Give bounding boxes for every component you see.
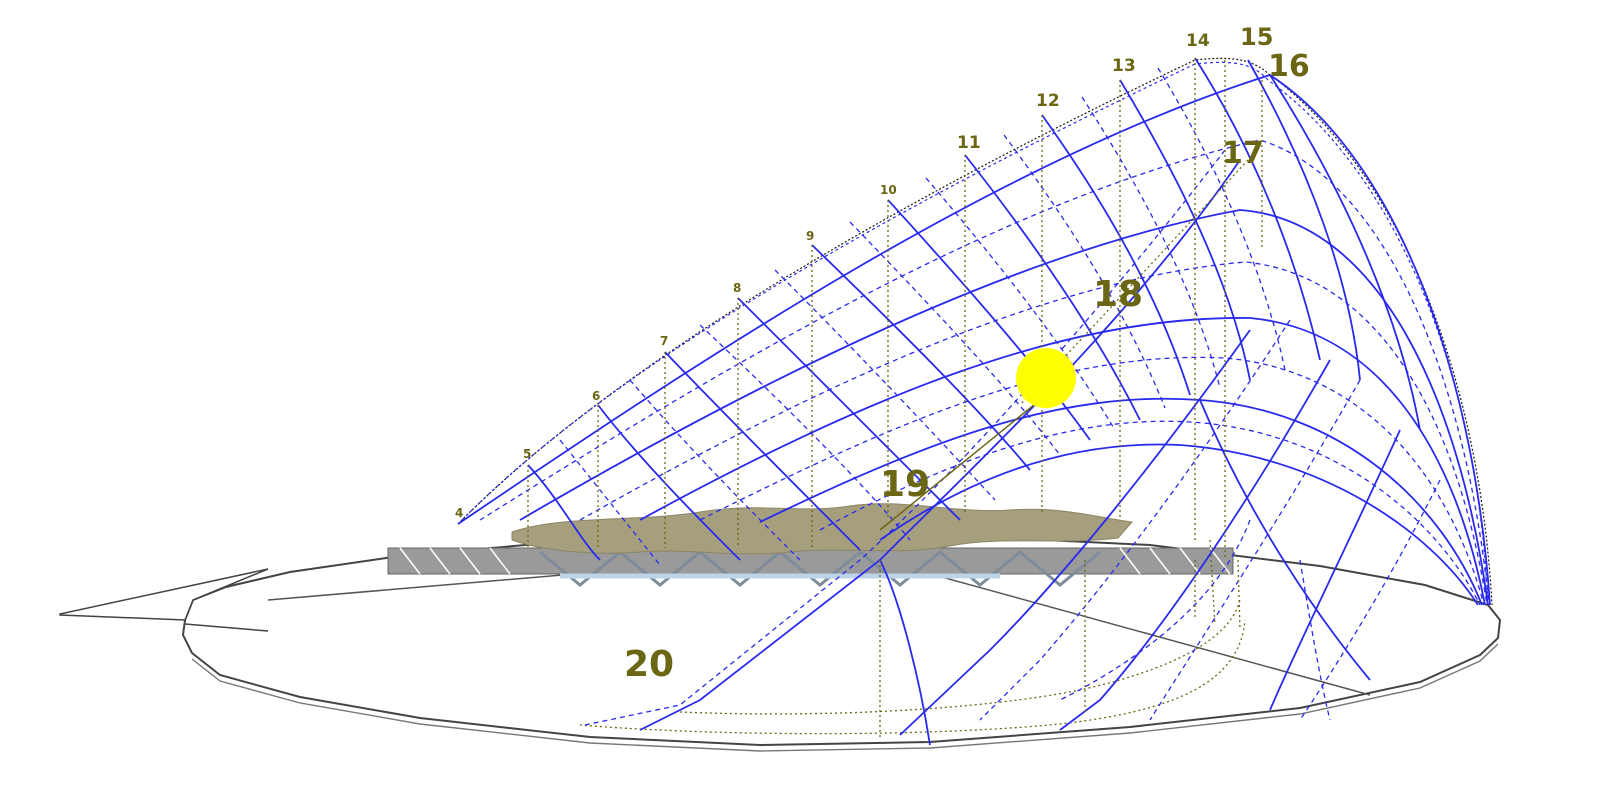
hour-label-11: 11 <box>957 133 981 153</box>
hour-label-17: 17 <box>1222 136 1264 171</box>
sun-path-grid <box>457 57 1493 746</box>
hour-label-19: 19 <box>880 464 930 505</box>
hour-label-8: 8 <box>733 281 741 295</box>
hour-label-15: 15 <box>1240 23 1273 51</box>
ground-disk <box>59 535 1502 752</box>
building-structure <box>387 503 1234 587</box>
hour-label-18: 18 <box>1093 274 1143 315</box>
hour-label-13: 13 <box>1112 56 1136 76</box>
hour-label-20: 20 <box>624 644 674 685</box>
hour-label-14: 14 <box>1186 31 1210 51</box>
hour-labels: 4 5 6 7 8 9 10 11 12 13 14 15 16 17 18 1… <box>455 23 1310 685</box>
sun-icon <box>1016 348 1076 408</box>
shadow-curves <box>579 599 1246 735</box>
hour-label-9: 9 <box>806 229 814 243</box>
hour-label-6: 6 <box>592 389 600 403</box>
hour-label-10: 10 <box>880 183 897 197</box>
sun-ray <box>879 399 1041 531</box>
hour-label-7: 7 <box>660 334 668 348</box>
hour-projections <box>527 58 1263 740</box>
hour-label-5: 5 <box>523 447 531 461</box>
hour-label-4: 4 <box>455 506 463 520</box>
hour-label-16: 16 <box>1268 49 1310 84</box>
hour-label-12: 12 <box>1036 91 1060 111</box>
